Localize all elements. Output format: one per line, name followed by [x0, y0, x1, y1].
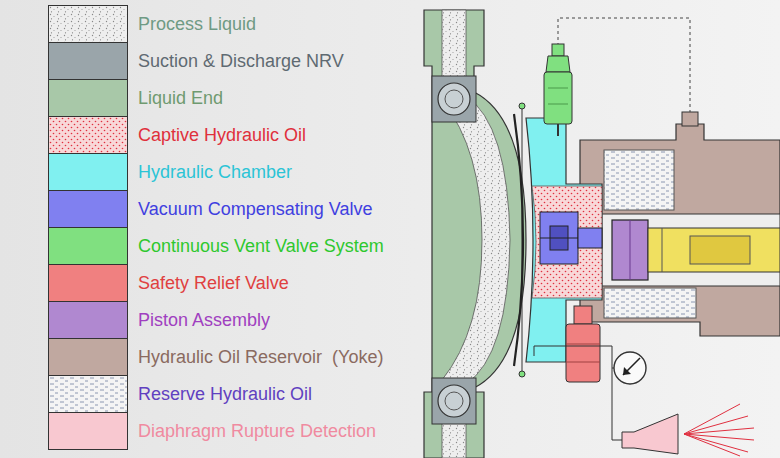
yoke-housing: [580, 112, 780, 336]
vent-valve: [544, 44, 572, 136]
legend-label: Suction & Discharge NRV: [138, 42, 344, 80]
legend-row: Safety Relief Valve: [48, 264, 780, 302]
swatch-pattern: [49, 6, 128, 43]
legend-label: Captive Hydraulic Oil: [138, 116, 306, 154]
legend-row: Piston Assembly: [48, 301, 780, 339]
legend-swatch: [48, 338, 128, 376]
legend-text: Vacuum Compensating Valve: [138, 199, 372, 219]
legend-swatch: [48, 264, 128, 302]
legend-label: Process Liquid: [138, 5, 256, 43]
rupture-detection: [534, 346, 754, 456]
swatch-pattern: [49, 376, 128, 413]
legend-row: Hydraulic Chamber: [48, 153, 780, 191]
legend-text: Captive Hydraulic Oil: [138, 125, 306, 145]
legend-label: Hydraulic Oil Reservoir (Yoke): [138, 338, 383, 376]
legend-swatch: [48, 227, 128, 265]
legend-text: Suction & Discharge NRV: [138, 51, 344, 71]
legend-text: Diaphragm Rupture Detection: [138, 421, 376, 441]
legend-swatch: [48, 375, 128, 413]
legend-label: Liquid End: [138, 79, 223, 117]
legend-text: Liquid End: [138, 88, 223, 108]
legend-text: Continuous Vent Valve System: [138, 236, 384, 256]
legend-label: Diaphragm Rupture Detection: [138, 412, 376, 450]
legend-text: Safety Relief Valve: [138, 273, 289, 293]
legend-text: Process Liquid: [138, 14, 256, 34]
vent-return-line: [558, 18, 690, 118]
legend-swatch: [48, 79, 128, 117]
legend-label: Continuous Vent Valve System: [138, 227, 384, 265]
legend-text: Hydraulic Oil Reservoir (Yoke): [138, 347, 383, 367]
piston-assembly: [612, 220, 780, 280]
legend-row: Captive Hydraulic Oil: [48, 116, 780, 154]
legend-text: Reserve Hydraulic Oil: [138, 384, 312, 404]
legend-row: Continuous Vent Valve System: [48, 227, 780, 265]
check-valve: [432, 76, 476, 424]
legend-row: Vacuum Compensating Valve: [48, 190, 780, 228]
legend-swatch: [48, 42, 128, 80]
legend-label: Piston Assembly: [138, 301, 270, 339]
legend-swatch: [48, 153, 128, 191]
legend-swatch: [48, 301, 128, 339]
legend-row: Suction & Discharge NRV: [48, 42, 780, 80]
legend-row: Hydraulic Oil Reservoir (Yoke): [48, 338, 780, 376]
legend-text: Hydraulic Chamber: [138, 162, 292, 182]
legend-text: Piston Assembly: [138, 310, 270, 330]
legend-label: Vacuum Compensating Valve: [138, 190, 372, 228]
liquid-end: [424, 10, 526, 458]
legend-swatch: [48, 412, 128, 450]
legend-swatch: [48, 5, 128, 43]
legend-swatch: [48, 116, 128, 154]
relief-valve: [566, 306, 600, 382]
swatch-pattern: [49, 117, 128, 154]
legend-swatch: [48, 190, 128, 228]
legend-row: Process Liquid: [48, 5, 780, 43]
legend-row: Diaphragm Rupture Detection: [48, 412, 780, 450]
legend-label: Safety Relief Valve: [138, 264, 289, 302]
legend-row: Liquid End: [48, 79, 780, 117]
legend-row: Reserve Hydraulic Oil: [48, 375, 780, 413]
vacuum-valve: [540, 212, 602, 264]
legend-label: Reserve Hydraulic Oil: [138, 375, 312, 413]
diaphragm: [514, 114, 523, 366]
legend-label: Hydraulic Chamber: [138, 153, 292, 191]
